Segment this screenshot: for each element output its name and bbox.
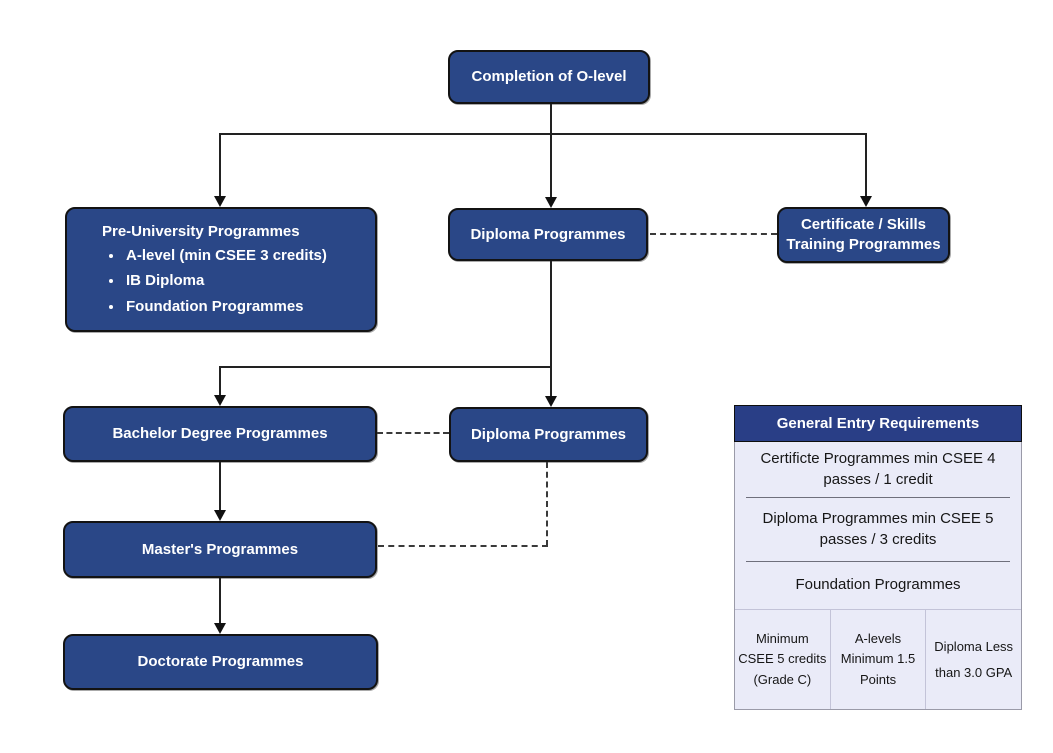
connector-to-bachelor	[219, 366, 221, 395]
node-pre-university-programmes: Pre-University Programmes A-level (min C…	[65, 207, 377, 332]
arrowhead-doctorate	[214, 623, 226, 634]
column-csee-requirement: Minimum CSEE 5 credits (Grade C)	[738, 631, 827, 687]
connector-mid-branch	[219, 366, 552, 368]
node-label: Diploma Programmes	[470, 425, 627, 443]
row-separator-light	[735, 609, 1021, 610]
table-header: General Entry Requirements	[734, 405, 1022, 442]
connector-to-diploma-top	[550, 133, 552, 197]
connector-to-diploma-mid	[550, 366, 552, 396]
node-label: Bachelor Degree Programmes	[112, 425, 328, 443]
connector-diploma-down-stem	[550, 261, 552, 368]
node-label: Doctorate Programmes	[137, 653, 304, 671]
arrowhead-diploma-mid	[545, 396, 557, 407]
arrowhead-masters	[214, 510, 226, 521]
arrowhead-pre-university	[214, 196, 226, 207]
foundation-requirements-columns: Minimum CSEE 5 credits (Grade C) A-level…	[735, 610, 1021, 709]
row-text-line1: Diploma Programmes min CSEE 5	[762, 510, 994, 528]
row-text-line2: passes / 1 credit	[823, 470, 933, 488]
row-text-line2: passes / 3 credits	[819, 530, 937, 548]
dashed-diploma-mid-stem	[546, 462, 548, 546]
arrowhead-certificate	[860, 196, 872, 207]
bullet-item: IB Diploma	[124, 271, 327, 291]
arrowhead-diploma-top	[545, 197, 557, 208]
node-masters-programmes: Master's Programmes	[63, 521, 377, 578]
node-bachelor-degree-programmes: Bachelor Degree Programmes	[63, 406, 377, 462]
node-certificate-skills-training: Certificate / Skills Training Programmes	[777, 207, 950, 263]
row-text-line1: Foundation Programmes	[795, 576, 961, 594]
dashed-diploma-certificate	[650, 233, 777, 235]
pre-university-bullet-list: A-level (min CSEE 3 credits) IB Diploma …	[100, 246, 327, 323]
general-entry-requirements-table: General Entry Requirements Certificte Pr…	[734, 405, 1022, 710]
node-label-line2: Training Programmes	[786, 236, 941, 253]
row-separator	[746, 561, 1010, 562]
connector-to-pre-university	[219, 133, 221, 196]
node-diploma-programmes-upper: Diploma Programmes	[448, 208, 648, 261]
arrowhead-bachelor	[214, 395, 226, 406]
column-diploma-requirement: Diploma Less than 3.0 GPA	[925, 610, 1021, 709]
connector-completion-stem	[550, 104, 552, 134]
connector-top-branch	[219, 133, 867, 135]
column-a-levels-requirement: A-levels Minimum 1.5 Points	[829, 610, 926, 709]
dashed-bachelor-diploma	[377, 432, 449, 434]
node-title: Pre-University Programmes	[102, 223, 300, 240]
bullet-item: Foundation Programmes	[124, 297, 327, 317]
bullet-item: A-level (min CSEE 3 credits)	[124, 246, 327, 266]
connector-to-certificate	[865, 133, 867, 196]
node-completion-of-o-level: Completion of O-level	[448, 50, 650, 104]
node-label: Diploma Programmes	[470, 225, 626, 243]
row-text-line1: Certificte Programmes min CSEE 4	[760, 450, 996, 468]
node-label-line1: Certificate / Skills	[800, 215, 927, 233]
table-row-diploma-requirement: Diploma Programmes min CSEE 5 passes / 3…	[735, 498, 1021, 561]
connector-bachelor-to-masters	[219, 462, 221, 510]
connector-masters-to-doctorate	[219, 578, 221, 623]
table-row-foundation-programmes: Foundation Programmes	[735, 562, 1021, 609]
node-label: Master's Programmes	[141, 540, 299, 558]
node-label: Completion of O-level	[471, 68, 627, 86]
table-row-certificate-requirement: Certificte Programmes min CSEE 4 passes …	[735, 442, 1021, 497]
dashed-masters-diploma	[378, 545, 548, 547]
node-doctorate-programmes: Doctorate Programmes	[63, 634, 378, 690]
row-separator	[746, 497, 1010, 498]
node-diploma-programmes-lower: Diploma Programmes	[449, 407, 648, 462]
